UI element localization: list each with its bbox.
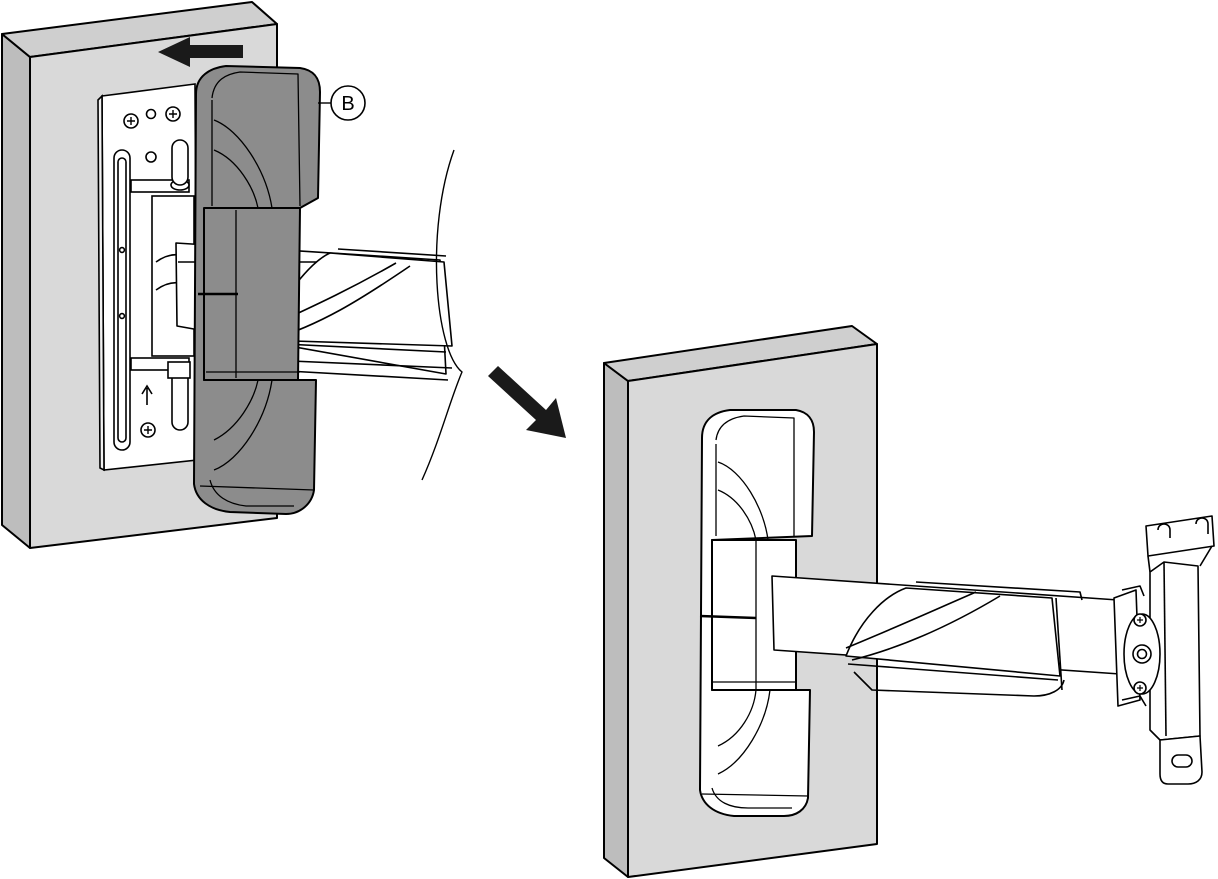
tv-bracket-plate — [1123, 515, 1215, 785]
callout-label-b: B — [341, 93, 354, 115]
callout-b: B — [318, 85, 366, 121]
hinge-cover-b — [193, 65, 321, 515]
step-before-cover-installed: B — [1, 1, 463, 549]
wall-plate — [97, 83, 198, 472]
step-after-cover-installed — [603, 325, 1215, 878]
arrow-down-right-icon — [488, 366, 566, 438]
break-line — [421, 149, 463, 481]
arrow-left-icon — [158, 37, 243, 67]
